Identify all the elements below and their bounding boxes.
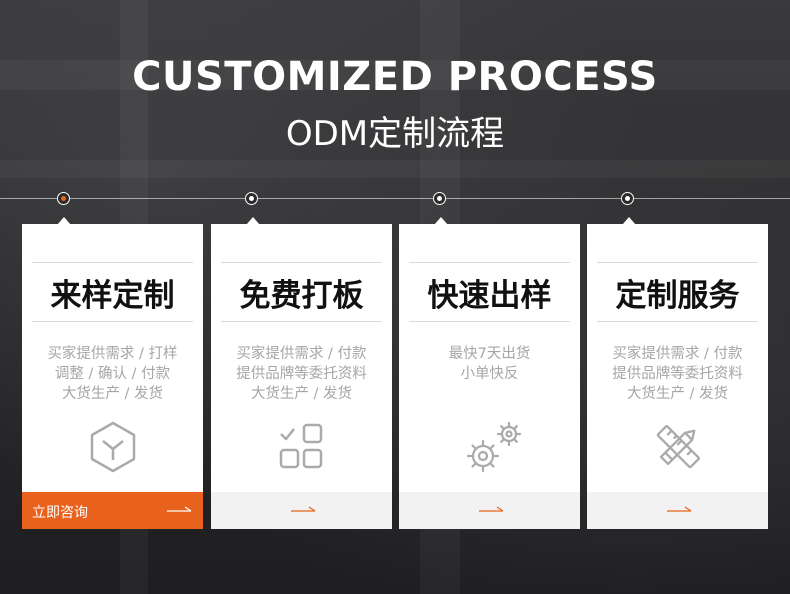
card-title: 免费打板 (221, 262, 382, 322)
timeline-dot (433, 192, 446, 205)
page-subtitle: ODM定制流程 (285, 114, 505, 154)
timeline-dot (245, 192, 258, 205)
timeline-dot (621, 192, 634, 205)
card-description: 最快7天出货 小单快反 (448, 346, 531, 382)
process-card-free-sample: 免费打板 买家提供需求 / 付款 提供品牌等委托资料 大货生产 / 发货 (211, 217, 392, 529)
process-card-sample-custom: 来样定制 买家提供需求 / 打样 调整 / 确认 / 付款 大货生产 / 发货 … (22, 217, 203, 529)
grid-check-icon (275, 420, 329, 474)
card-link-button[interactable] (587, 492, 768, 529)
consult-button-label: 立即咨询 (32, 505, 88, 521)
card-description: 买家提供需求 / 付款 提供品牌等委托资料 大货生产 / 发货 (612, 346, 743, 402)
arrow-right-icon (479, 506, 504, 512)
page-title: CUSTOMIZED PROCESS (132, 54, 658, 100)
card-description: 买家提供需求 / 打样 调整 / 确认 / 付款 大货生产 / 发货 (47, 346, 178, 402)
consult-button[interactable]: 立即咨询 (22, 492, 203, 529)
card-title: 快速出样 (409, 262, 570, 322)
gears-icon (463, 420, 522, 474)
box-icon (86, 420, 140, 474)
ruler-pencil-icon (651, 420, 705, 474)
timeline-line (0, 198, 790, 199)
card-link-button[interactable] (211, 492, 392, 529)
timeline-dot (57, 192, 70, 205)
card-link-button[interactable] (399, 492, 580, 529)
card-description: 买家提供需求 / 付款 提供品牌等委托资料 大货生产 / 发货 (236, 346, 367, 402)
card-title: 来样定制 (32, 262, 193, 322)
process-card-fast-sample: 快速出样 最快7天出货 小单快反 (399, 217, 580, 529)
arrow-right-icon (291, 506, 316, 512)
arrow-right-icon (667, 506, 692, 512)
arrow-right-icon (167, 506, 192, 512)
process-card-custom-service: 定制服务 买家提供需求 / 付款 提供品牌等委托资料 大货生产 / 发货 (587, 217, 768, 529)
card-title: 定制服务 (597, 262, 758, 322)
